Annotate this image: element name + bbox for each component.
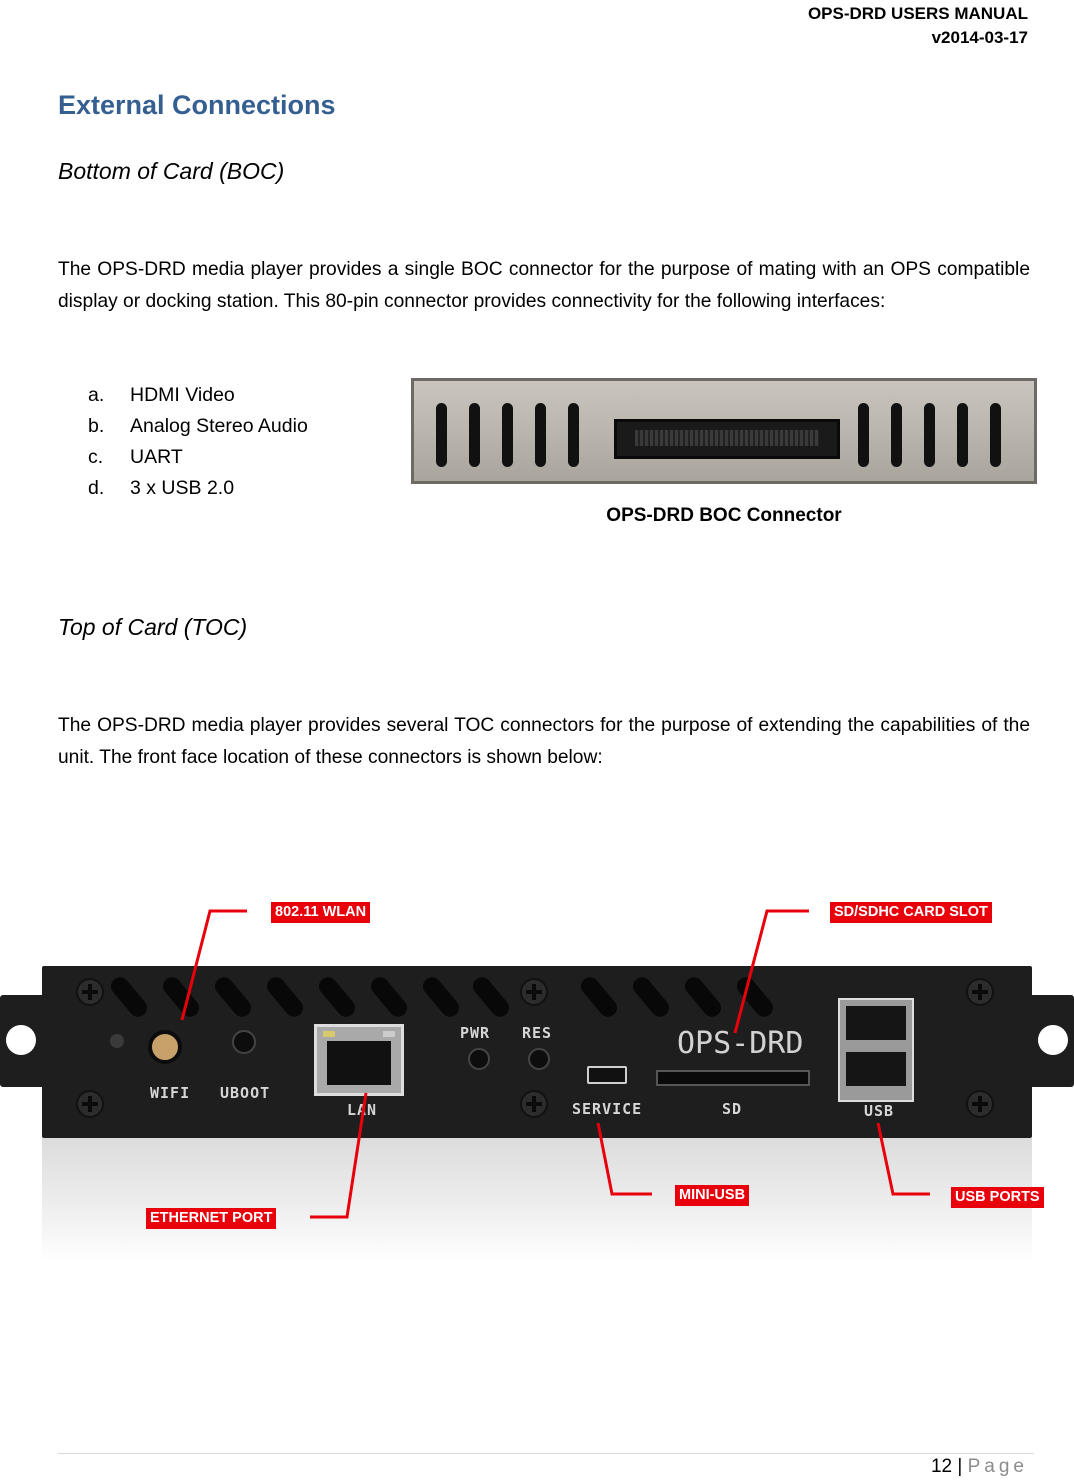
list-marker: a.: [88, 384, 105, 406]
panel-label-pwr: PWR: [460, 1024, 491, 1042]
toc-paragraph: The OPS-DRD media player provides severa…: [58, 715, 1030, 768]
figure-caption: OPS-DRD BOC Connector: [606, 505, 842, 526]
toc-heading: Top of Card (TOC): [58, 614, 248, 640]
section-title: External Connections: [58, 90, 336, 120]
lan-port-icon: [314, 1024, 404, 1096]
panel-label-sd: SD: [722, 1100, 743, 1118]
boc-heading: Bottom of Card (BOC): [58, 158, 285, 184]
callout-ethernet-port: ETHERNET PORT: [146, 1208, 277, 1229]
list-item: b. Analog Stereo Audio: [88, 411, 308, 442]
manual-title: OPS-DRD USERS MANUAL: [807, 4, 1028, 23]
callout-mini-usb: MINI-USB: [675, 1185, 750, 1206]
panel-label-usb: USB: [864, 1102, 895, 1120]
page-number: 12: [930, 1456, 953, 1477]
led-icon: [110, 1034, 124, 1048]
list-item: d. 3 x USB 2.0: [88, 473, 308, 504]
80-pin-connector-icon: [614, 419, 840, 459]
boc-connector-image: [411, 378, 1037, 484]
panel-reflection: [42, 1138, 1032, 1262]
panel-label-uboot: UBOOT: [220, 1084, 271, 1102]
list-marker: b.: [88, 415, 105, 437]
manual-version: v2014-03-17: [931, 28, 1028, 47]
boc-paragraph: The OPS-DRD media player provides a sing…: [58, 259, 1030, 312]
sd-slot-icon: [656, 1070, 810, 1086]
reset-button-icon: [528, 1048, 550, 1070]
list-item: c. UART: [88, 442, 308, 473]
usb-ports-icon: [838, 998, 914, 1102]
panel-label-lan: LAN: [347, 1101, 378, 1119]
callout-usb-ports: USB PORTS: [951, 1187, 1044, 1208]
footer-divider: [58, 1453, 1034, 1454]
front-panel-image: WIFI UBOOT LAN PWR RES SERVICE OPS-DRD S…: [42, 966, 1032, 1138]
document-header: OPS-DRD USERS MANUAL v2014-03-17: [808, 2, 1028, 50]
page-word: Page: [967, 1456, 1028, 1477]
list-label: 3 x USB 2.0: [130, 477, 235, 499]
list-label: Analog Stereo Audio: [130, 415, 308, 437]
callout-802-11-wlan: 802.11 WLAN: [271, 902, 371, 923]
panel-label-service: SERVICE: [572, 1100, 643, 1118]
footer-separator: |: [957, 1456, 963, 1477]
list-marker: c.: [88, 446, 104, 468]
right-mounting-ear: [1024, 995, 1074, 1087]
list-item: a. HDMI Video: [88, 380, 308, 411]
page-footer: 12 | Page: [931, 1456, 1028, 1478]
list-label: UART: [130, 446, 183, 468]
panel-label-res: RES: [522, 1024, 553, 1042]
callout-sd-sdhc-card-slot: SD/SDHC CARD SLOT: [830, 902, 992, 923]
list-label: HDMI Video: [130, 384, 235, 406]
brand-label: OPS-DRD: [677, 1026, 804, 1061]
list-marker: d.: [88, 477, 105, 499]
mini-usb-port-icon: [587, 1066, 627, 1084]
power-button-icon: [468, 1048, 490, 1070]
uboot-button-icon: [232, 1030, 256, 1054]
left-mounting-ear: [0, 995, 50, 1087]
interface-list: a. HDMI Video b. Analog Stereo Audio c. UAR…: [88, 380, 308, 504]
wifi-antenna-connector-icon: [148, 1030, 182, 1064]
panel-label-wifi: WIFI: [150, 1084, 191, 1102]
